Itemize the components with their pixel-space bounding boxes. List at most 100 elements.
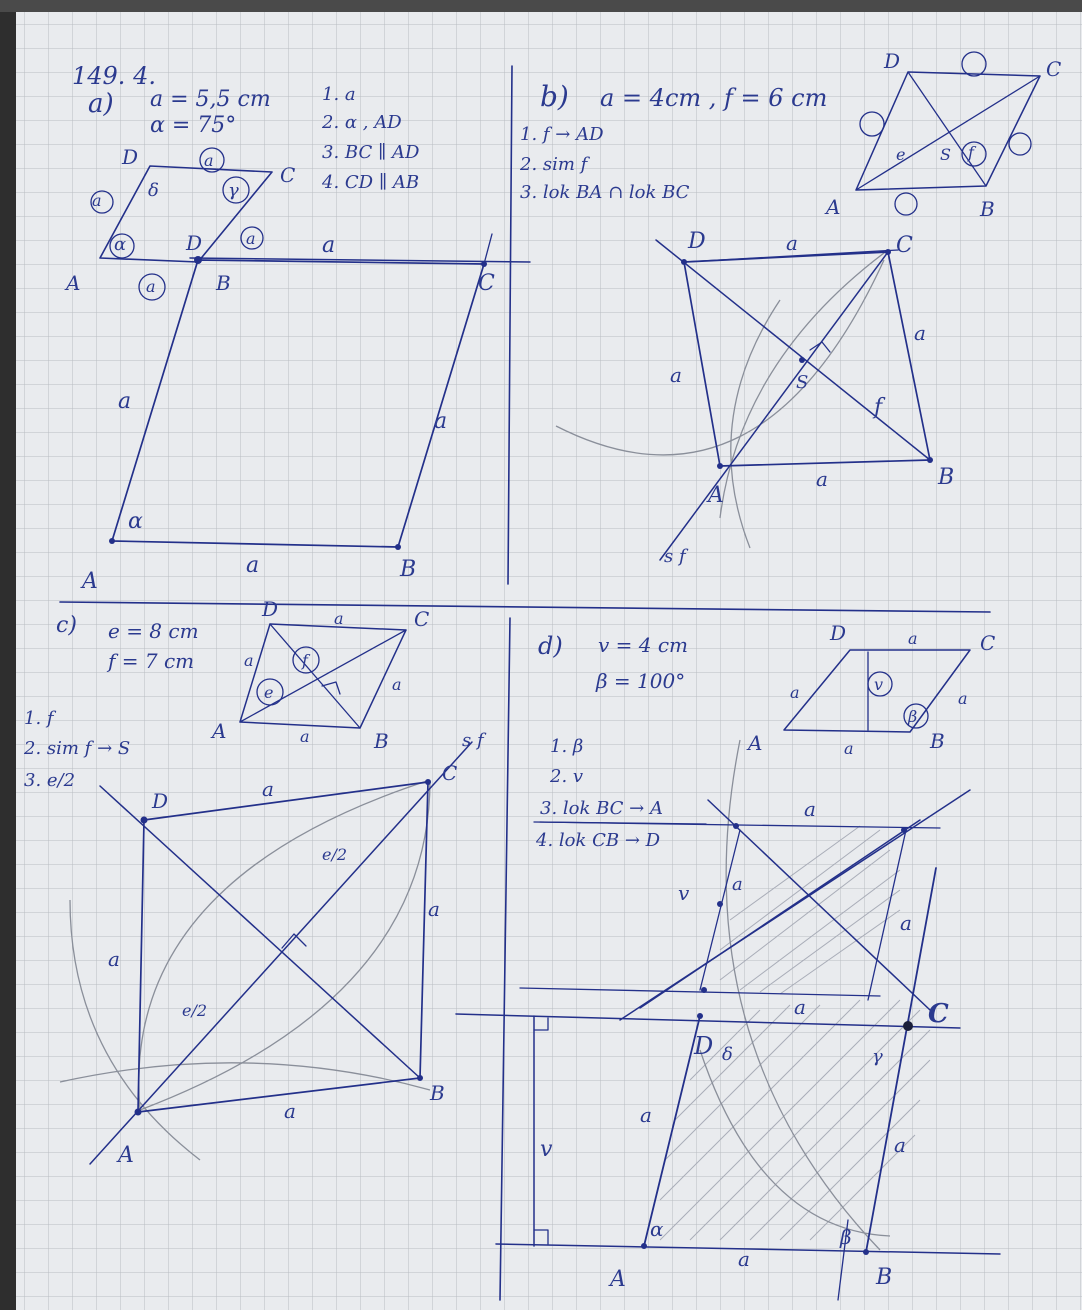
part-a-point-C xyxy=(481,261,487,267)
part-a-label-a-top: a xyxy=(322,233,335,258)
part-c-point-B xyxy=(417,1075,423,1081)
part-a-label-A: A xyxy=(80,569,98,594)
part-b-step-1: 1. f → AD xyxy=(520,124,604,145)
part-b-label-A: A xyxy=(706,483,724,508)
part-c-sketch-D: D xyxy=(261,597,278,621)
part-d-side-ad xyxy=(643,1015,701,1247)
part-d-label-delta: δ xyxy=(722,1044,733,1065)
part-b-label-a-right: a xyxy=(914,321,926,345)
part-a-step-3: 3. BC ∥ AD xyxy=(322,142,420,163)
part-d-label-B: B xyxy=(875,1265,892,1290)
part-a-sketch-delta: δ xyxy=(148,180,159,201)
part-d-sketch-parallelogram xyxy=(783,649,971,733)
part-d-sketch-v: v xyxy=(874,675,883,694)
part-d-label-a-left: a xyxy=(640,1103,652,1127)
part-b-sketch-diagonal-bd xyxy=(907,71,987,187)
part-d-arc-2 xyxy=(699,1049,891,1237)
part-d-given-1: v = 4 cm xyxy=(598,633,688,657)
part-a-label-B: B xyxy=(399,557,416,582)
part-a-given-1: a = 5,5 cm xyxy=(150,87,271,112)
part-c-label-e2-lower: e/2 xyxy=(182,1001,207,1020)
part-c-step-1: 1. f xyxy=(24,708,57,729)
part-c-sketch-circle-1 xyxy=(256,678,284,706)
part-b-point-C xyxy=(885,249,891,255)
divider-vertical-bottom xyxy=(499,617,511,1301)
part-d-step-4: 4. lok CB → D xyxy=(535,830,661,851)
part-c-point-D xyxy=(140,816,148,824)
part-b-step-2: 2. sim f xyxy=(519,154,591,175)
part-b-right-angle xyxy=(809,341,831,353)
part-c-sketch-B: B xyxy=(373,729,389,753)
part-c-sketch-a-left: a xyxy=(244,651,254,670)
part-c-label-sf: s f xyxy=(462,730,487,751)
part-a-label-D: D xyxy=(185,231,202,255)
part-c-label-a-bottom: a xyxy=(284,1099,296,1123)
part-d: d) v = 4 cm β = 100° 1. β 2. v 3. lok BC… xyxy=(455,621,1001,1301)
part-a-point-D xyxy=(194,256,202,264)
part-d-label-a-bottom: a xyxy=(738,1247,750,1271)
part-b-arc-2 xyxy=(719,249,889,519)
part-a-step-1: 1. a xyxy=(322,84,356,105)
part-b-sketch-C: C xyxy=(1046,57,1061,81)
part-b-label-C: C xyxy=(896,233,913,258)
part-a-sketch-a-top: a xyxy=(204,151,214,170)
part-c-sketch-a-right: a xyxy=(392,675,402,694)
part-d-diag-5 xyxy=(867,829,907,1001)
part-c-label-a-top: a xyxy=(262,777,274,801)
part-c-arc-2 xyxy=(139,779,431,1111)
part-c-sketch-e: e xyxy=(264,683,273,702)
part-c-sketch-C: C xyxy=(414,607,429,631)
part-d-step-2: 2. v xyxy=(549,766,583,787)
part-c-label-e2-upper: e/2 xyxy=(322,845,347,864)
part-a-line-c-extension xyxy=(483,233,493,265)
divider-horizontal xyxy=(59,601,991,613)
part-d-sketch-A: A xyxy=(746,731,762,755)
part-b-label: b) xyxy=(540,80,569,113)
part-b-sketch-f: f xyxy=(967,143,977,162)
part-b-sketch-circle-1 xyxy=(961,51,987,77)
part-b-sketch-e: e xyxy=(896,145,905,164)
part-a-sketch-circle-3 xyxy=(222,176,250,204)
part-d-label-a-top: a xyxy=(804,797,816,821)
part-b-sketch-S: S xyxy=(940,145,951,164)
part-d-height-tick-top xyxy=(533,1017,549,1031)
part-d-given-2: β = 100° xyxy=(595,669,685,693)
part-d-sketch-circle-1 xyxy=(867,671,893,697)
part-c-sketch-a-top: a xyxy=(334,609,344,628)
part-a-sketch-circle-4 xyxy=(109,233,135,259)
grid-lines xyxy=(14,0,1082,1310)
part-d-label-v-left: v xyxy=(540,1137,553,1162)
part-b-point-S xyxy=(799,357,805,363)
part-b-sketch-circle-5 xyxy=(894,192,918,216)
part-d-sketch-B: B xyxy=(929,729,945,753)
part-d-label-D: D xyxy=(693,1032,713,1060)
part-a-line-dc xyxy=(189,257,531,263)
part-c-step-2: 2. sim f → S xyxy=(23,738,130,759)
part-a-step-2: 2. α , AD xyxy=(321,112,402,133)
part-a-label-a-bottom: a xyxy=(246,553,259,578)
part-a-point-A xyxy=(109,538,115,544)
part-d-point-upper-1 xyxy=(733,823,739,829)
part-b-label-sf: s f xyxy=(664,546,689,567)
part-c-label-a-left: a xyxy=(108,947,120,971)
part-d-sketch-a-right: a xyxy=(958,689,968,708)
part-d-step-1: 1. β xyxy=(550,736,583,757)
part-c-sketch-f: f xyxy=(301,651,311,670)
part-d-point-B xyxy=(863,1249,869,1255)
part-a-point-B xyxy=(395,544,401,550)
part-c-arc-3 xyxy=(69,899,201,1161)
part-d-line-top xyxy=(519,987,881,997)
part-d-arc-1 xyxy=(725,739,881,1251)
part-d-hatching xyxy=(659,825,931,1241)
part-d-line-base xyxy=(495,1243,1001,1255)
part-d-sketch-D: D xyxy=(829,621,846,645)
dark-edge-top xyxy=(0,0,1082,12)
part-b-label-B: B xyxy=(937,465,954,490)
part-d-label-a-right: a xyxy=(894,1133,906,1157)
part-a: a) a = 5,5 cm α = 75° 1. a 2. α , AD 3. … xyxy=(64,84,531,594)
part-a-sketch-C: C xyxy=(280,163,295,187)
part-a-sketch-B: B xyxy=(215,271,231,295)
part-d-label-C: C xyxy=(928,999,949,1029)
part-d-label-a-mid: a xyxy=(794,995,806,1019)
